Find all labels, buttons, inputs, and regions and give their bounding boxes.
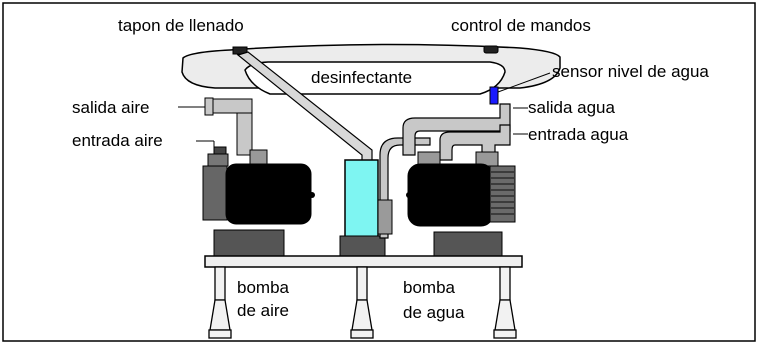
air-pump-motor xyxy=(225,163,312,225)
water-pump-shaft xyxy=(406,192,412,198)
water-inlet-label: entrada agua xyxy=(528,125,629,144)
air-outlet-nozzle xyxy=(204,97,214,116)
water-outlet-pipe xyxy=(402,103,511,156)
air-pump-base xyxy=(213,229,285,257)
water-pump-fan-cover xyxy=(489,165,516,223)
dosing-valve xyxy=(377,199,393,235)
disinfectant-label: desinfectante xyxy=(311,68,413,87)
disinfectant-base xyxy=(339,235,386,257)
water-outlet-label: salida agua xyxy=(528,98,615,117)
water-level-sensor xyxy=(489,86,499,105)
water-pump-fins xyxy=(491,171,514,215)
sensor-label: sensor nivel de agua xyxy=(552,62,709,81)
filling-cap-label: tapon de llenado xyxy=(118,16,244,35)
air-pump-label-line1: bomba xyxy=(237,278,289,297)
air-pump-label-line2: de aire xyxy=(237,301,289,320)
water-pump-base xyxy=(433,231,503,258)
platform-legs xyxy=(208,266,517,339)
control-knob xyxy=(483,45,499,54)
air-inlet xyxy=(207,153,229,167)
control-label: control de mandos xyxy=(451,16,591,35)
water-inlet-pipe xyxy=(439,124,511,161)
platform xyxy=(204,255,523,268)
air-pump-shaft xyxy=(309,192,315,198)
air-pump-fitting xyxy=(249,149,268,166)
water-pump-label-line1: bomba xyxy=(403,278,455,297)
water-pump-label-line2: de agua xyxy=(403,303,465,322)
air-outlet-label: salida aire xyxy=(72,98,150,117)
air-inlet-label: entrada aire xyxy=(72,131,163,150)
disinfectant-tank xyxy=(344,159,379,239)
water-pump-motor xyxy=(407,163,494,227)
air-pump-end-cap xyxy=(202,165,228,221)
leader-lines xyxy=(178,72,551,150)
air-outlet-pipe xyxy=(209,98,253,114)
